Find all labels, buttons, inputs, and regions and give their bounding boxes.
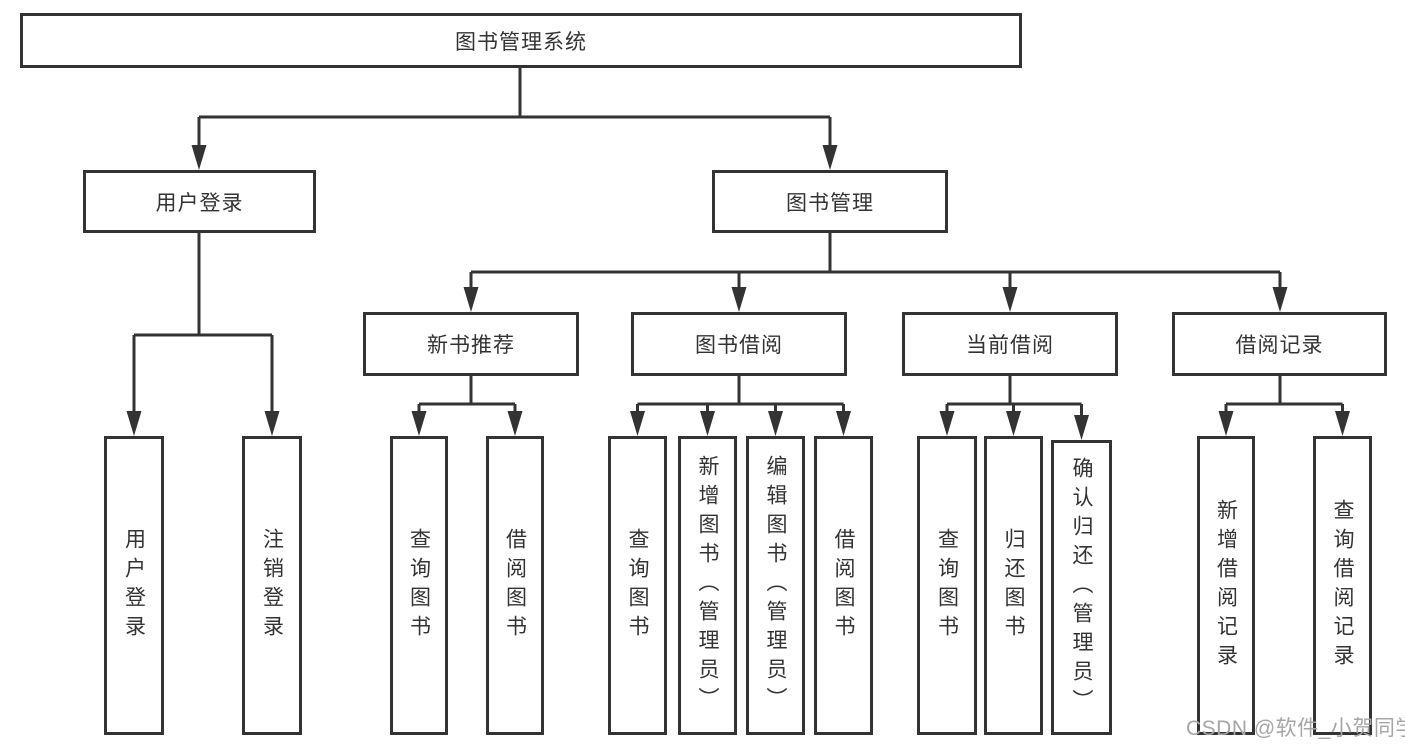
node-book-management: 图书管理 [712,170,948,233]
node-label: 当前借阅 [966,334,1054,357]
leaf-query-books: 查询图书 [917,436,977,735]
node-label: 编辑图书（管理员） [764,455,787,716]
node-label: 查询图书 [626,527,649,644]
leaf-borrow-books: 借阅图书 [486,436,544,735]
leaf-confirm-return-admin: 确认归还（管理员） [1051,440,1112,735]
node-label: 查询图书 [407,527,431,644]
node-label: 查询图书 [935,527,959,644]
node-label: 确认归还（管理员） [1070,457,1093,718]
node-label: 图书管理 [786,191,874,215]
node-user-login: 用户登录 [83,170,316,233]
node-label: 新增图书（管理员） [696,455,719,716]
node-label: 归还图书 [1002,527,1025,644]
leaf-add-books-admin: 新增图书（管理员） [678,436,737,735]
node-library-management-system: 图书管理系统 [20,13,1022,68]
leaf-borrow-books: 借阅图书 [814,436,873,735]
node-label: 新增借阅记录 [1214,498,1238,673]
leaf-return-books: 归还图书 [984,436,1043,735]
node-borrowing-records: 借阅记录 [1172,312,1387,376]
node-label: 查询借阅记录 [1331,498,1354,673]
node-label: 注销登录 [260,527,284,644]
leaf-query-books: 查询图书 [608,436,667,735]
arrowhead-icons [126,145,1350,440]
node-label: 用户登录 [155,191,244,215]
leaf-query-books: 查询图书 [390,436,448,735]
node-label: 用户登录 [122,527,146,644]
leaf-user-login: 用户登录 [104,436,164,735]
csdn-watermark: CSDN @软件_小贺同学 [1186,717,1405,740]
node-label: 借阅记录 [1235,334,1324,357]
leaf-add-borrow-record: 新增借阅记录 [1197,436,1255,735]
leaf-logout: 注销登录 [242,436,302,735]
node-label: 借阅图书 [832,527,855,644]
node-label: 图书借阅 [695,334,783,357]
node-label: 新书推荐 [427,334,515,357]
node-new-book-recommend: 新书推荐 [363,312,579,376]
node-current-borrowing: 当前借阅 [902,312,1118,376]
leaf-edit-books-admin: 编辑图书（管理员） [746,436,805,735]
node-book-borrowing: 图书借阅 [631,312,847,376]
node-label: 图书管理系统 [455,30,587,54]
leaf-query-borrow-record: 查询借阅记录 [1313,436,1372,735]
node-label: 借阅图书 [503,527,527,644]
